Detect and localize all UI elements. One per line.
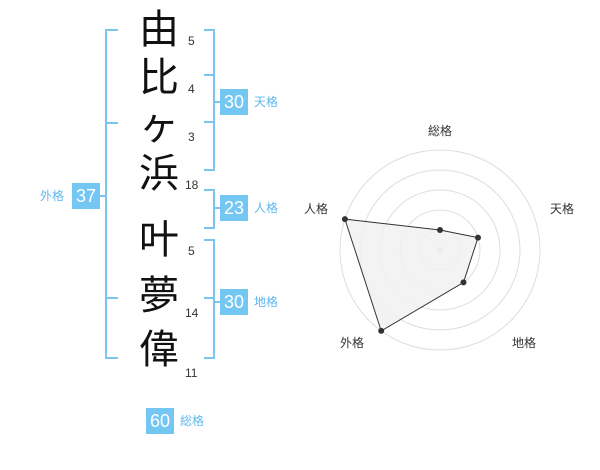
chikaku-value: 30 bbox=[220, 289, 248, 315]
stroke-count-4: 18 bbox=[185, 178, 199, 192]
soukaku-label: 総格 bbox=[180, 414, 205, 428]
radar-score-polygon bbox=[344, 218, 479, 332]
soukaku-value: 60 bbox=[146, 408, 174, 434]
radar-point-soukaku bbox=[437, 227, 443, 233]
radar-point-jinkaku bbox=[341, 216, 348, 223]
name-char-5: 叶 bbox=[139, 217, 179, 263]
name-char-7: 偉 bbox=[139, 327, 179, 373]
radar-point-tenkaku bbox=[475, 234, 481, 241]
radar-label-chikaku: 地格 bbox=[511, 336, 536, 350]
name-char-1: 由 bbox=[139, 7, 179, 53]
jinkaku-value: 23 bbox=[220, 195, 248, 221]
name-char-2: 比 bbox=[139, 55, 179, 101]
gaikaku-label: 外格 bbox=[40, 189, 65, 203]
name-char-3: ヶ bbox=[139, 103, 179, 149]
chikaku-label: 地格 bbox=[254, 295, 279, 309]
stroke-count-3: 3 bbox=[188, 130, 195, 144]
stroke-count-6: 14 bbox=[185, 306, 199, 320]
radar-point-chikaku bbox=[460, 279, 467, 286]
tenkaku-label: 天格 bbox=[254, 95, 279, 109]
radar-label-soukaku: 総格 bbox=[427, 124, 452, 138]
tenkaku-bracket bbox=[204, 29, 215, 171]
stroke-count-2: 4 bbox=[188, 82, 195, 96]
jinkaku-label: 人格 bbox=[254, 201, 279, 215]
gaikaku-bracket bbox=[105, 29, 118, 359]
radar-label-gaikaku: 外格 bbox=[339, 336, 364, 350]
name-char-4: 浜 bbox=[139, 151, 179, 197]
stroke-count-7: 11 bbox=[185, 366, 198, 380]
radar-label-jinkaku: 人格 bbox=[303, 202, 328, 216]
radar-label-tenkaku: 天格 bbox=[549, 202, 574, 216]
radar-ring-5 bbox=[339, 149, 541, 351]
tenkaku-value: 30 bbox=[220, 89, 248, 115]
stroke-count-5: 5 bbox=[188, 244, 195, 258]
stroke-count-1: 5 bbox=[188, 34, 195, 48]
name-char-6: 夢 bbox=[139, 273, 179, 319]
gaikaku-value: 37 bbox=[72, 183, 100, 209]
radar-point-gaikaku bbox=[378, 327, 385, 334]
